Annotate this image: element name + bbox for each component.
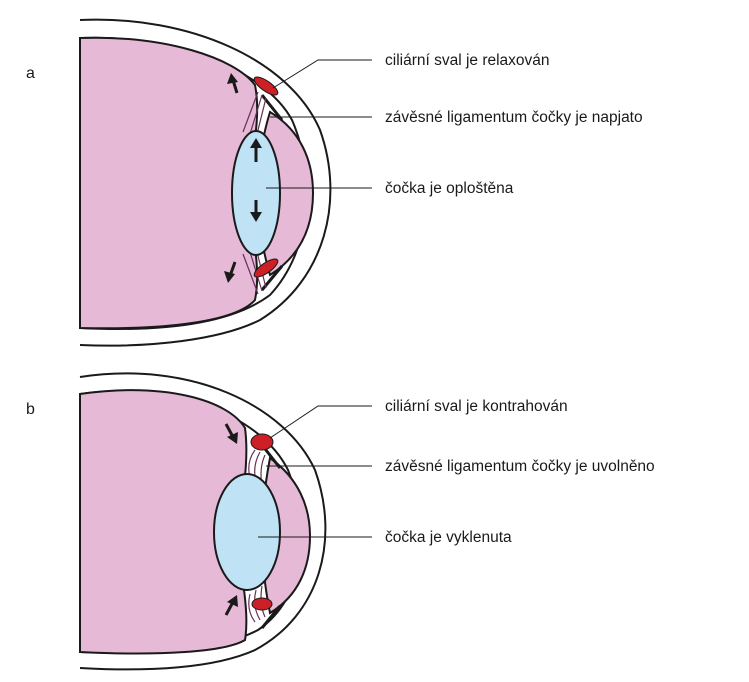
panel-b-ciliary-muscle-lower <box>252 598 272 610</box>
panel-b-label-lens: čočka je vyklenuta <box>385 529 512 546</box>
panel-b-ciliary-muscle-upper <box>251 434 273 450</box>
panel-a-label-ligament: závěsné ligamentum čočky je napjato <box>385 109 643 126</box>
panel-b-leader-1 <box>270 406 372 438</box>
panel-b-lens <box>214 474 280 590</box>
panel-b-letter: b <box>26 401 35 418</box>
panel-a-label-lens: čočka je oploštěna <box>385 180 514 197</box>
panel-b: b ciliárn <box>26 373 655 669</box>
panel-a-label-ciliary-muscle: ciliární sval je relaxován <box>385 52 550 69</box>
panel-a: a <box>26 20 643 346</box>
panel-a-letter: a <box>26 65 35 82</box>
panel-b-label-ciliary-muscle: ciliární sval je kontrahován <box>385 398 568 415</box>
panel-b-label-ligament: závěsné ligamentum čočky je uvolněno <box>385 458 655 475</box>
